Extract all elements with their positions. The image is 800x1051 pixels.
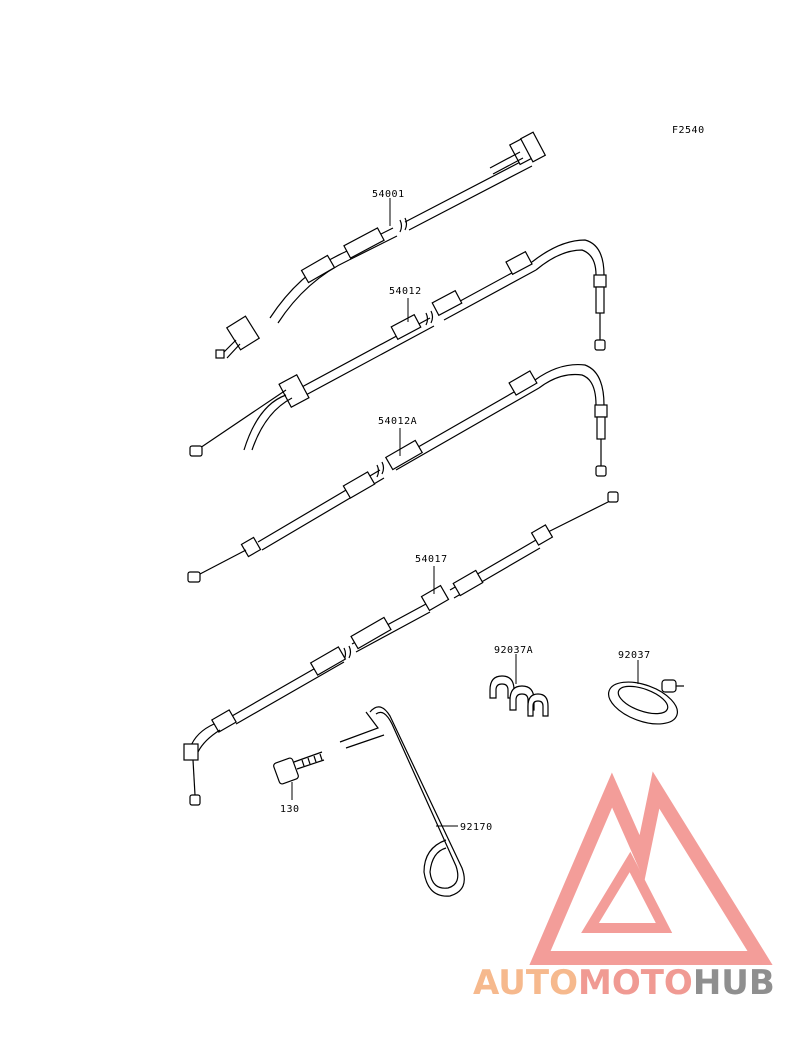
cable-54017: [183, 491, 619, 806]
label-54001: 54001: [372, 189, 405, 200]
watermark-moto: MOTO: [578, 963, 693, 1003]
label-54012: 54012: [389, 286, 422, 297]
leader-lines: [291, 198, 639, 827]
label-54012a: 54012A: [378, 416, 417, 427]
watermark-hub: HUB: [693, 963, 775, 1003]
cable-54001: [215, 131, 547, 359]
cable-54012a: [187, 363, 608, 583]
label-130: 130: [280, 804, 300, 815]
watermark-auto: AUTO: [473, 963, 578, 1003]
watermark-logo: [529, 771, 773, 965]
label-92170: 92170: [460, 822, 493, 833]
label-92037a: 92037A: [494, 645, 533, 656]
watermark-text: AUTOMOTOHUB: [473, 963, 775, 1003]
label-54017: 54017: [415, 554, 448, 565]
spring-92170: [339, 706, 465, 897]
cable-54012: [189, 239, 607, 457]
label-92037: 92037: [618, 650, 651, 661]
figure-code: F2540: [672, 125, 705, 136]
bolt-130: [273, 751, 325, 785]
clamp-92037: [608, 679, 684, 725]
clamp-92037a: [489, 675, 549, 717]
